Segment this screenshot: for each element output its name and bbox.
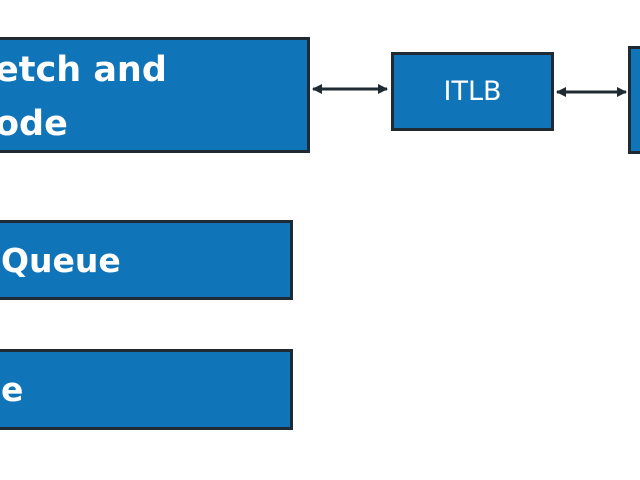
itlb-block: ITLB — [391, 52, 554, 131]
bottom-block: e — [0, 349, 293, 430]
fetch-decode-label-line1: etch and — [0, 50, 167, 90]
queue-block: Queue — [0, 220, 293, 300]
fetch-decode-label: etch and ode — [0, 43, 167, 151]
itlb-label: ITLB — [443, 76, 502, 107]
queue-label: Queue — [1, 241, 121, 280]
fetch-decode-block: etch and ode — [0, 37, 310, 153]
bottom-label: e — [1, 370, 24, 409]
fetch-decode-label-line2: ode — [0, 104, 68, 144]
right-cropped-block — [628, 46, 640, 154]
